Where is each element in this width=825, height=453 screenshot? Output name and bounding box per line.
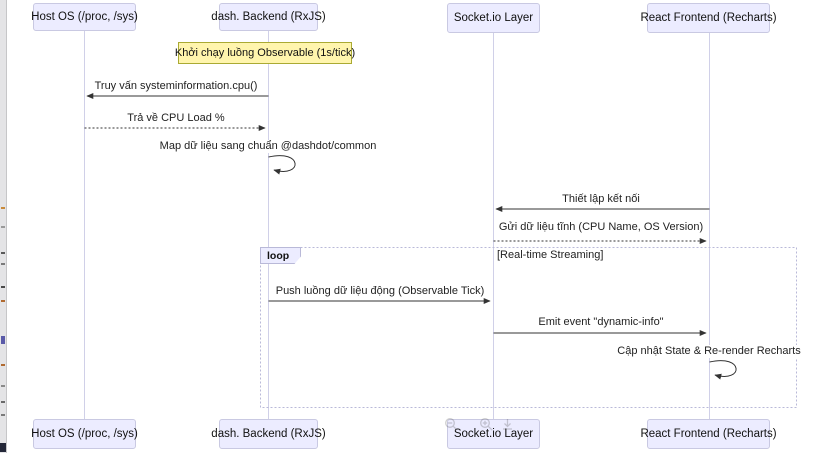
loop-frame	[260, 247, 797, 408]
participant-box-socketio-top: Socket.io Layer	[447, 3, 540, 33]
message-label-return-cpu-load: Trả về CPU Load %	[124, 112, 228, 125]
participant-label: Host OS (/proc, /sys)	[31, 11, 138, 23]
message-label-update-state: Cập nhật State & Re-render Recharts	[614, 345, 804, 358]
message-label-query-cpu: Truy vấn systeminformation.cpu()	[91, 80, 261, 93]
zoom-out-icon[interactable]	[444, 417, 459, 437]
self-loop-update-state	[709, 360, 737, 380]
minimap-speck	[1, 336, 5, 344]
minimap-dark-block	[0, 443, 6, 452]
participant-box-backend-top: dash. Backend (RxJS)	[211, 3, 326, 31]
message-label-connect: Thiết lập kết nối	[559, 193, 643, 206]
participant-box-react-top: React Frontend (Recharts)	[640, 3, 777, 33]
message-label-map-data: Map dữ liệu sang chuẩn @dashdot/common	[156, 140, 380, 153]
participant-label: dash. Backend (RxJS)	[211, 428, 326, 440]
minimap-speck	[1, 286, 5, 288]
download-icon[interactable]	[500, 417, 515, 437]
message-label-emit-event: Emit event "dynamic-info"	[535, 316, 667, 329]
participant-box-react-bottom: React Frontend (Recharts)	[640, 419, 777, 449]
self-loop-map-data	[268, 155, 296, 175]
minimap-speck	[1, 414, 5, 416]
loop-title: [Real-time Streaming]	[495, 249, 606, 261]
editor-minimap-strip[interactable]	[0, 0, 7, 453]
participant-box-backend-bottom: dash. Backend (RxJS)	[211, 419, 326, 449]
participant-box-host-os-bottom: Host OS (/proc, /sys)	[31, 419, 138, 449]
minimap-speck	[1, 226, 5, 228]
minimap-speck	[1, 207, 5, 209]
note-text: Khởi chạy luồng Observable (1s/tick)	[174, 47, 356, 59]
participant-label: dash. Backend (RxJS)	[211, 11, 326, 23]
participant-box-host-os-top: Host OS (/proc, /sys)	[31, 3, 138, 31]
minimap-speck	[1, 401, 5, 403]
minimap-speck	[1, 252, 5, 254]
participant-label: Socket.io Layer	[453, 12, 534, 24]
minimap-speck	[1, 263, 5, 265]
minimap-speck	[1, 364, 5, 366]
note-observable-start: Khởi chạy luồng Observable (1s/tick)	[174, 42, 356, 64]
participant-label: Host OS (/proc, /sys)	[31, 428, 138, 440]
zoom-in-icon[interactable]	[479, 417, 494, 437]
participant-label: React Frontend (Recharts)	[640, 428, 777, 440]
message-label-push-stream: Push luồng dữ liệu động (Observable Tick…	[272, 285, 488, 298]
participant-label: React Frontend (Recharts)	[640, 12, 777, 24]
participant-label: Socket.io Layer	[453, 428, 534, 440]
message-label-static-data: Gửi dữ liệu tĩnh (CPU Name, OS Version)	[495, 221, 707, 234]
loop-keyword-label: loop	[260, 247, 301, 264]
loop-keyword-text: loop	[267, 249, 290, 262]
minimap-speck	[1, 385, 5, 387]
participant-box-socketio-bottom: Socket.io Layer	[447, 419, 540, 449]
minimap-speck	[1, 300, 5, 302]
